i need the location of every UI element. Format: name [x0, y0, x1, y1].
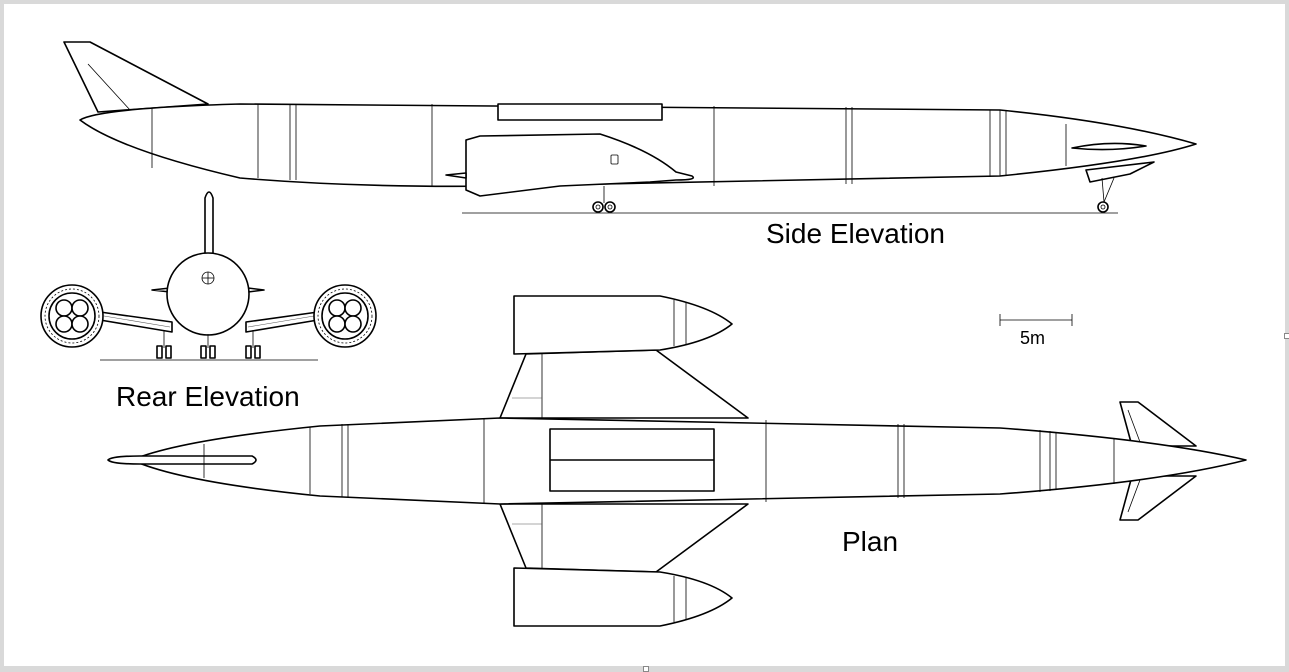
foreplane-side	[1085, 161, 1155, 183]
aircraft-three-view-drawing	[40, 41, 1247, 627]
canard-lower-plan	[1119, 475, 1197, 521]
fuselage-side	[79, 103, 1197, 188]
wing-upper-plan	[499, 349, 749, 419]
tail-fin-plan	[107, 455, 257, 465]
fuselage-rear	[166, 252, 250, 336]
plan-view	[107, 295, 1247, 627]
wing-right-rear	[245, 311, 319, 333]
resize-handle-bottom[interactable]	[643, 666, 649, 672]
engine-right-rear	[313, 284, 377, 348]
drawing-sheet: Side Elevation Rear Elevation Plan 5m	[4, 4, 1285, 666]
main-landing-gear-side	[592, 186, 616, 213]
engine-nacelle-lower-plan	[513, 567, 733, 627]
landing-gear-rear	[156, 330, 261, 359]
plan-frames	[203, 418, 1115, 504]
engine-nacelle-side	[465, 133, 695, 197]
rear-elevation-label: Rear Elevation	[116, 381, 300, 412]
engine-nacelle-upper-plan	[513, 295, 733, 355]
wing-left-rear	[99, 311, 173, 333]
resize-handle-right[interactable]	[1284, 333, 1289, 339]
side-elevation-view	[63, 41, 1197, 214]
fuselage-frames	[151, 104, 1067, 186]
rear-elevation-view	[40, 191, 377, 361]
nose-landing-gear-side	[1097, 177, 1115, 213]
plan-label: Plan	[842, 526, 899, 557]
tail-fin	[63, 41, 209, 113]
wing-lower-plan	[499, 503, 749, 573]
canard-upper-plan	[1119, 401, 1197, 447]
payload-bay-side	[497, 103, 663, 121]
scale-bar	[999, 314, 1073, 326]
tail-fin-rear	[204, 191, 214, 259]
side-elevation-label: Side Elevation	[766, 218, 946, 249]
scale-label: 5m	[1020, 328, 1046, 348]
nose-window	[1071, 142, 1147, 151]
engine-left-rear	[40, 284, 104, 348]
